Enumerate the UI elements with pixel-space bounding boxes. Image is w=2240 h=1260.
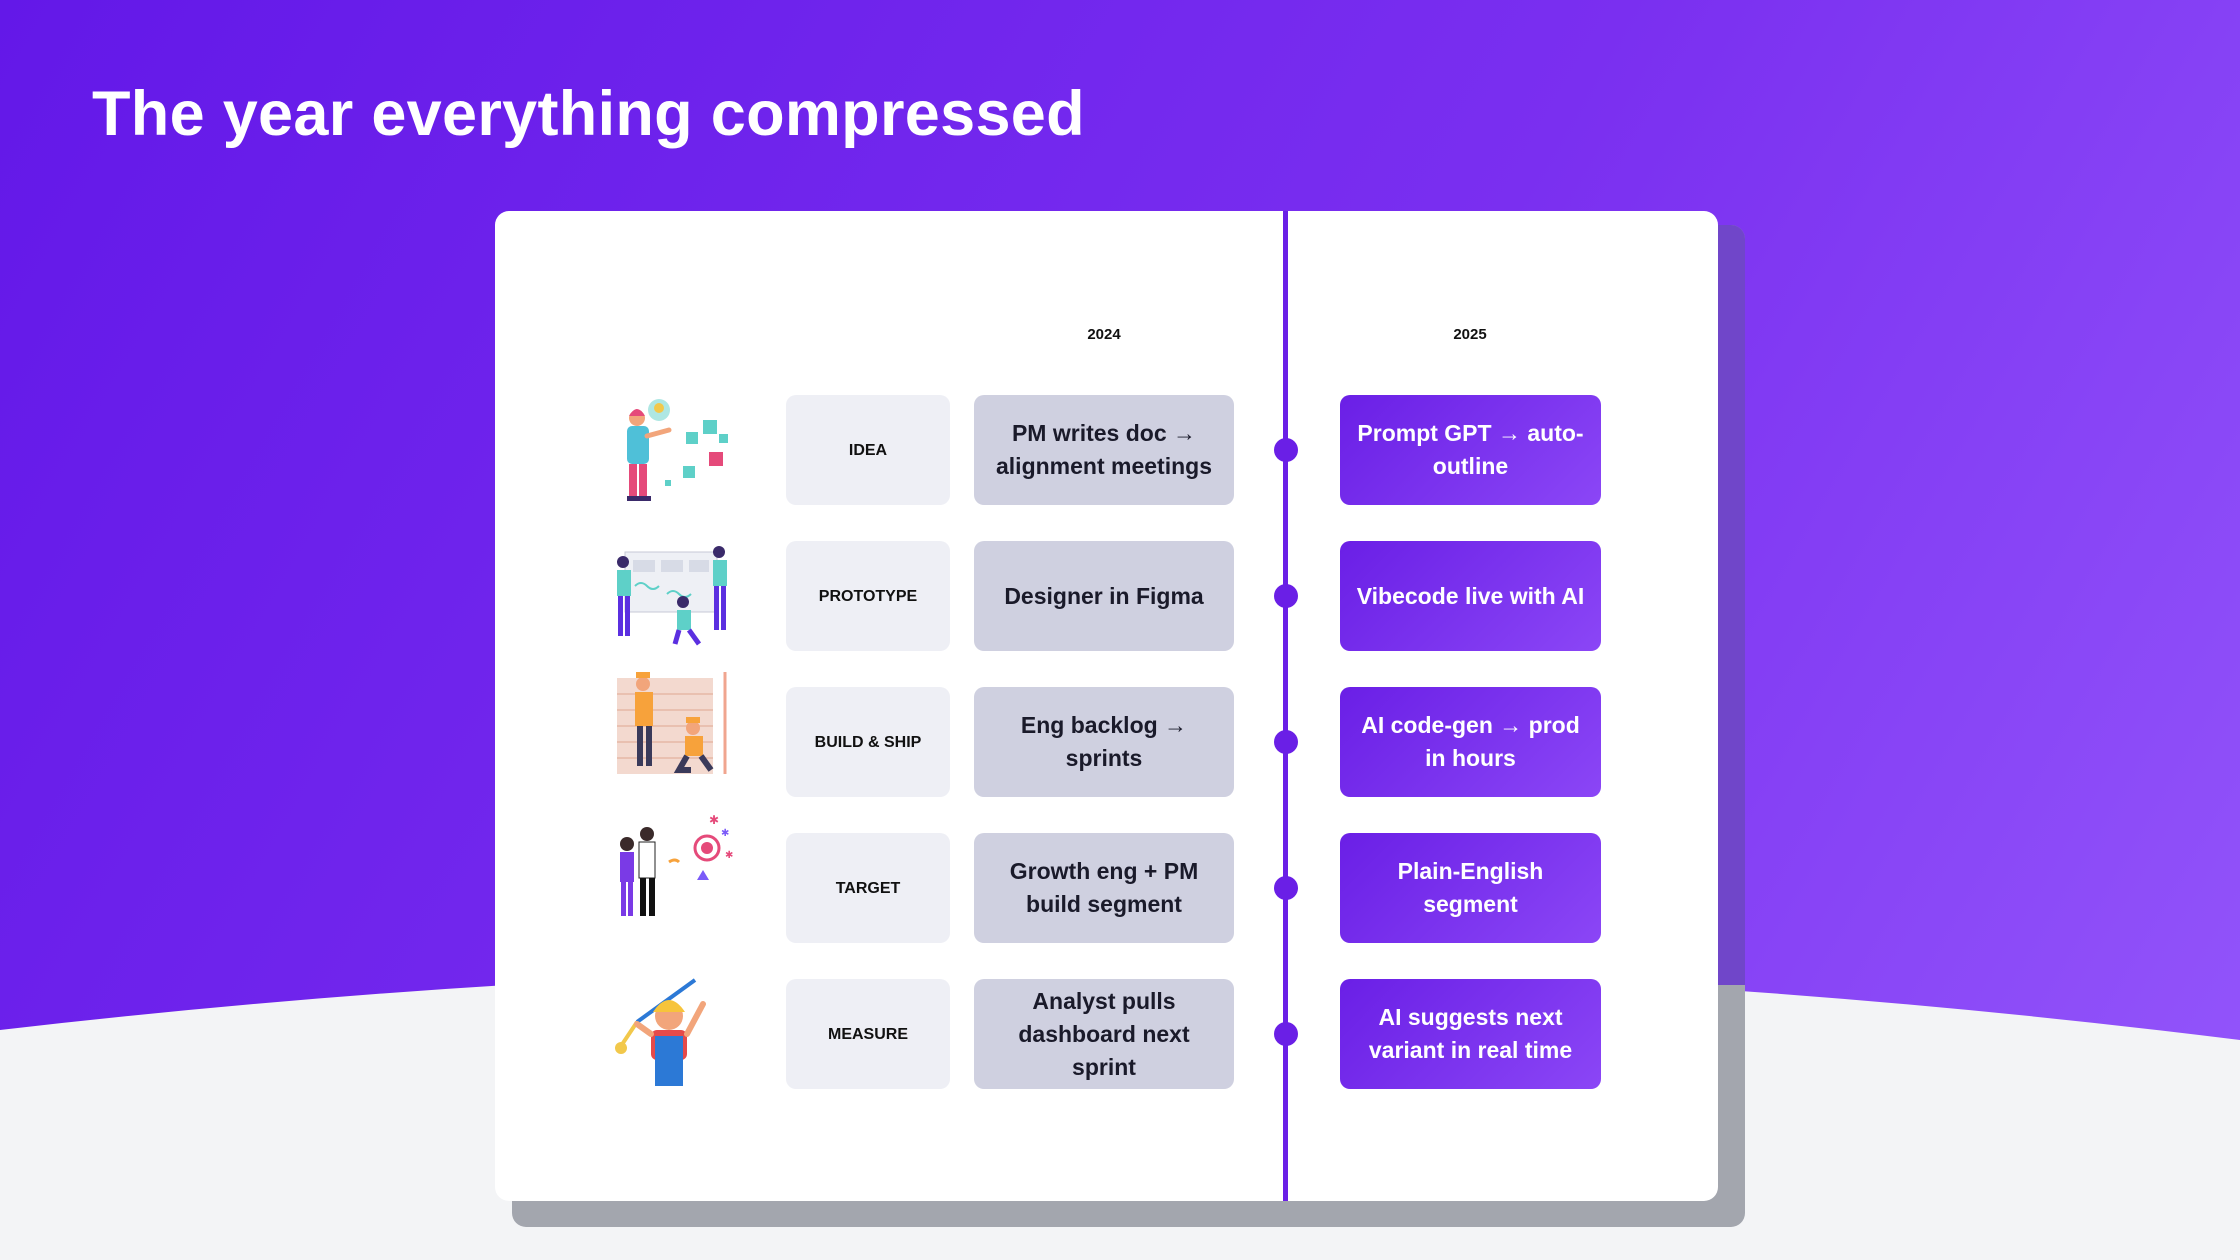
page-title: The year everything compressed xyxy=(92,79,1085,149)
comparison-card: 2024 2025 IDEA PM writes doc → alignment… xyxy=(495,211,1718,1201)
svg-text:✱: ✱ xyxy=(725,850,733,861)
team-aiming-at-target-illustration: ✱ ✱ ✱ xyxy=(620,814,733,916)
worker-with-measuring-tape-illustration xyxy=(615,978,706,1086)
workers-building-brick-wall-illustration xyxy=(617,672,727,774)
svg-text:✱: ✱ xyxy=(709,814,719,827)
timeline-dot-idea xyxy=(1274,438,1298,462)
timeline-line xyxy=(1283,211,1288,1201)
column-header-2024: 2024 xyxy=(1087,326,1121,343)
timeline-dot-prototype xyxy=(1274,584,1298,608)
new-process-target: Plain-English segment xyxy=(1340,833,1601,943)
stage-label-build-ship: BUILD & SHIP xyxy=(786,687,950,797)
new-process-measure: AI suggests next variant in real time xyxy=(1340,979,1601,1089)
new-process-build-ship: AI code-gen → prod in hours xyxy=(1340,687,1601,797)
timeline-dot-target xyxy=(1274,876,1298,900)
new-process-idea: Prompt GPT → auto-outline xyxy=(1340,395,1601,505)
new-process-prototype: Vibecode live with AI xyxy=(1340,541,1601,651)
stage-label-target: TARGET xyxy=(786,833,950,943)
timeline-dot-build-ship xyxy=(1274,730,1298,754)
old-process-build-ship: Eng backlog → sprints xyxy=(974,687,1234,797)
stage-label-measure: MEASURE xyxy=(786,979,950,1089)
old-process-measure: Analyst pulls dashboard next sprint xyxy=(974,979,1234,1089)
old-process-idea: PM writes doc → alignment meetings xyxy=(974,395,1234,505)
team-building-wireframe-illustration xyxy=(617,546,727,646)
person-assembling-puzzle-illustration xyxy=(627,399,728,501)
stage-label-idea: IDEA xyxy=(786,395,950,505)
column-header-2025: 2025 xyxy=(1453,326,1487,343)
timeline-dot-measure xyxy=(1274,1022,1298,1046)
stage-label-prototype: PROTOTYPE xyxy=(786,541,950,651)
svg-text:✱: ✱ xyxy=(721,828,729,839)
old-process-prototype: Designer in Figma xyxy=(974,541,1234,651)
old-process-target: Growth eng + PM build segment xyxy=(974,833,1234,943)
